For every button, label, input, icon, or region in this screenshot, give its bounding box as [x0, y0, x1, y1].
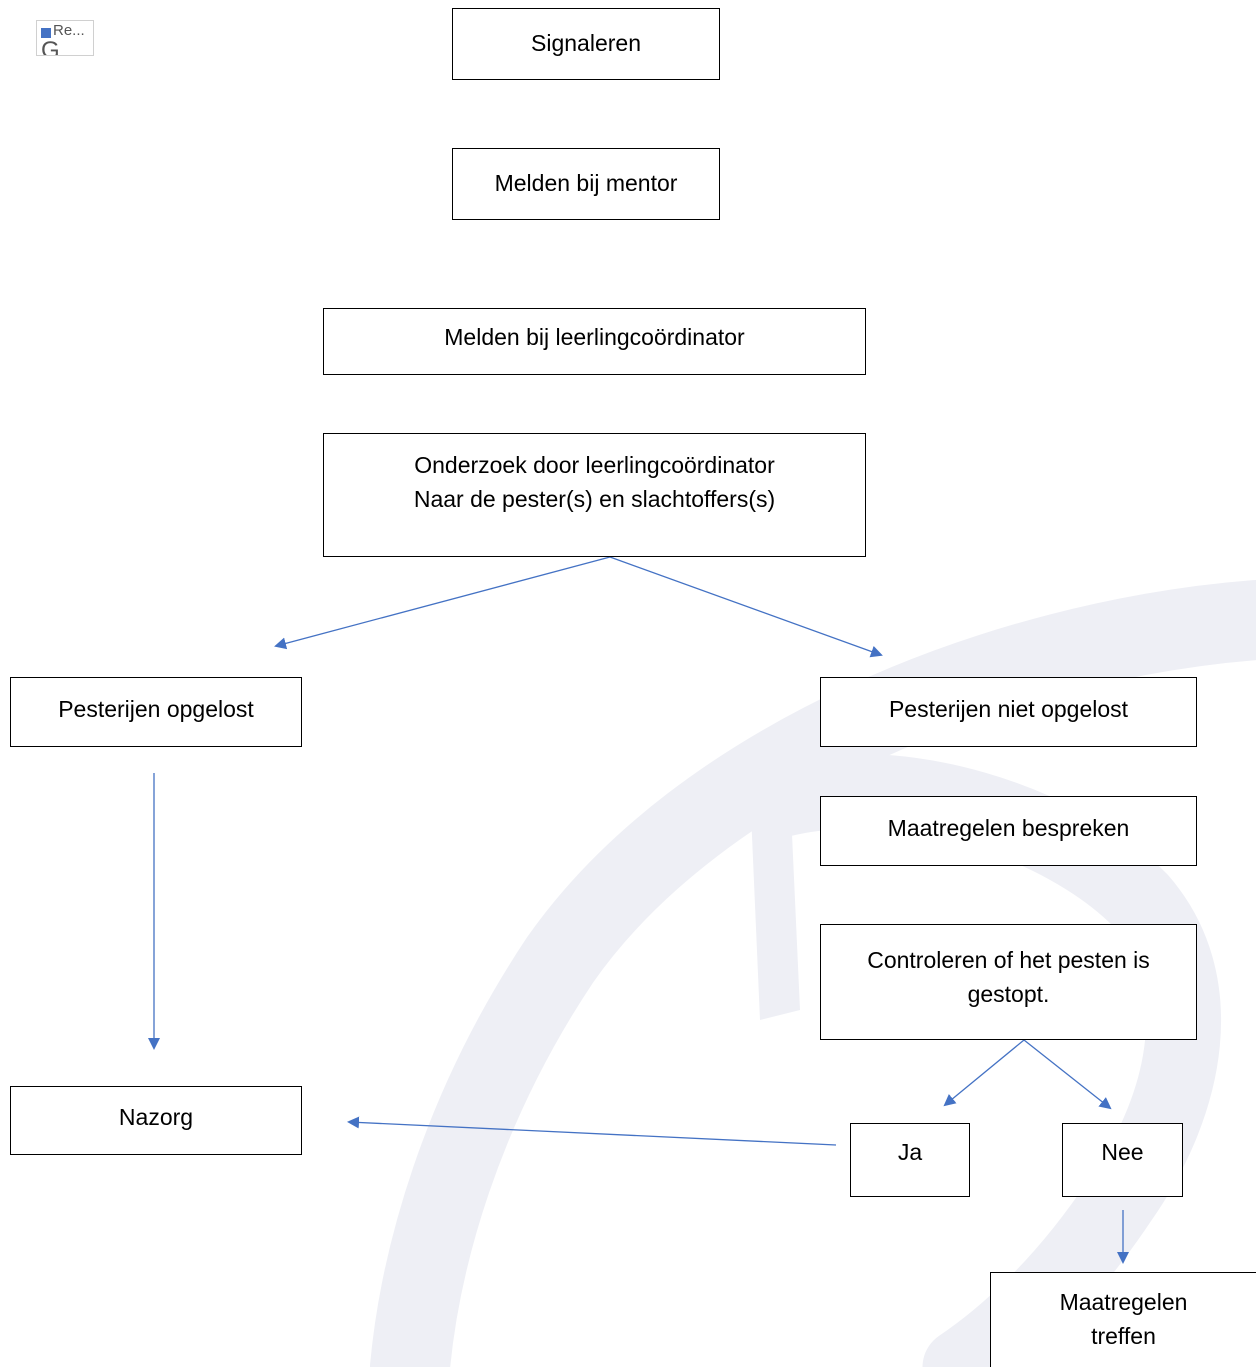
arrow-onderzoek-to-opgelost [274, 556, 611, 650]
box-ja: Ja [850, 1123, 970, 1197]
box-label: Pesterijen niet opgelost [888, 696, 1129, 722]
box-nee: Nee [1062, 1123, 1183, 1197]
arrow-onderzoek-to-niet-opgelost [609, 556, 883, 658]
box-pesterijen-niet-opgelost: Pesterijen niet opgelost [820, 677, 1197, 747]
box-label: Nee [1101, 1139, 1144, 1165]
box-label: Ja [897, 1139, 923, 1165]
watermark-arc-outer [370, 580, 1256, 1367]
box-label-line-2: gestopt. [967, 981, 1050, 1007]
box-melden-bij-leerlingcoordinator: Melden bij leerlingcoördinator [323, 308, 866, 375]
image-placeholder-icon [41, 28, 51, 38]
box-label: Melden bij leerlingcoördinator [444, 324, 745, 350]
box-label-line-2: treffen [1091, 1323, 1156, 1349]
box-controleren: Controleren of het pesten is gestopt. [820, 924, 1197, 1040]
box-label: Nazorg [118, 1104, 194, 1130]
box-signaleren: Signaleren [452, 8, 720, 80]
box-label: Maatregelen bespreken [887, 815, 1130, 841]
placeholder-glyph: G [41, 37, 60, 56]
box-maatregelen-treffen: Maatregelen treffen [990, 1272, 1256, 1367]
box-label-line-1: Onderzoek door leerlingcoördinator [414, 452, 775, 478]
box-melden-bij-mentor: Melden bij mentor [452, 148, 720, 220]
box-label: Signaleren [531, 30, 641, 56]
watermark-bar [750, 790, 800, 1020]
box-nazorg: Nazorg [10, 1086, 302, 1155]
box-label: Pesterijen opgelost [58, 696, 254, 722]
box-label-line-1: Maatregelen [1059, 1289, 1188, 1315]
box-label-line-1: Controleren of het pesten is [867, 947, 1150, 973]
arrow-controleren-to-ja [943, 1039, 1025, 1107]
box-label: Melden bij mentor [494, 170, 678, 196]
broken-image-placeholder: Re... G [36, 20, 94, 56]
arrow-controleren-to-nee [1023, 1039, 1112, 1110]
box-pesterijen-opgelost: Pesterijen opgelost [10, 677, 302, 747]
placeholder-text: Re... [53, 22, 85, 39]
box-onderzoek: Onderzoek door leerlingcoördinator Naar … [323, 433, 866, 557]
box-label-line-2: Naar de pester(s) en slachtoffers(s) [413, 486, 776, 512]
box-maatregelen-bespreken: Maatregelen bespreken [820, 796, 1197, 866]
arrow-ja-to-nazorg [347, 1116, 837, 1146]
